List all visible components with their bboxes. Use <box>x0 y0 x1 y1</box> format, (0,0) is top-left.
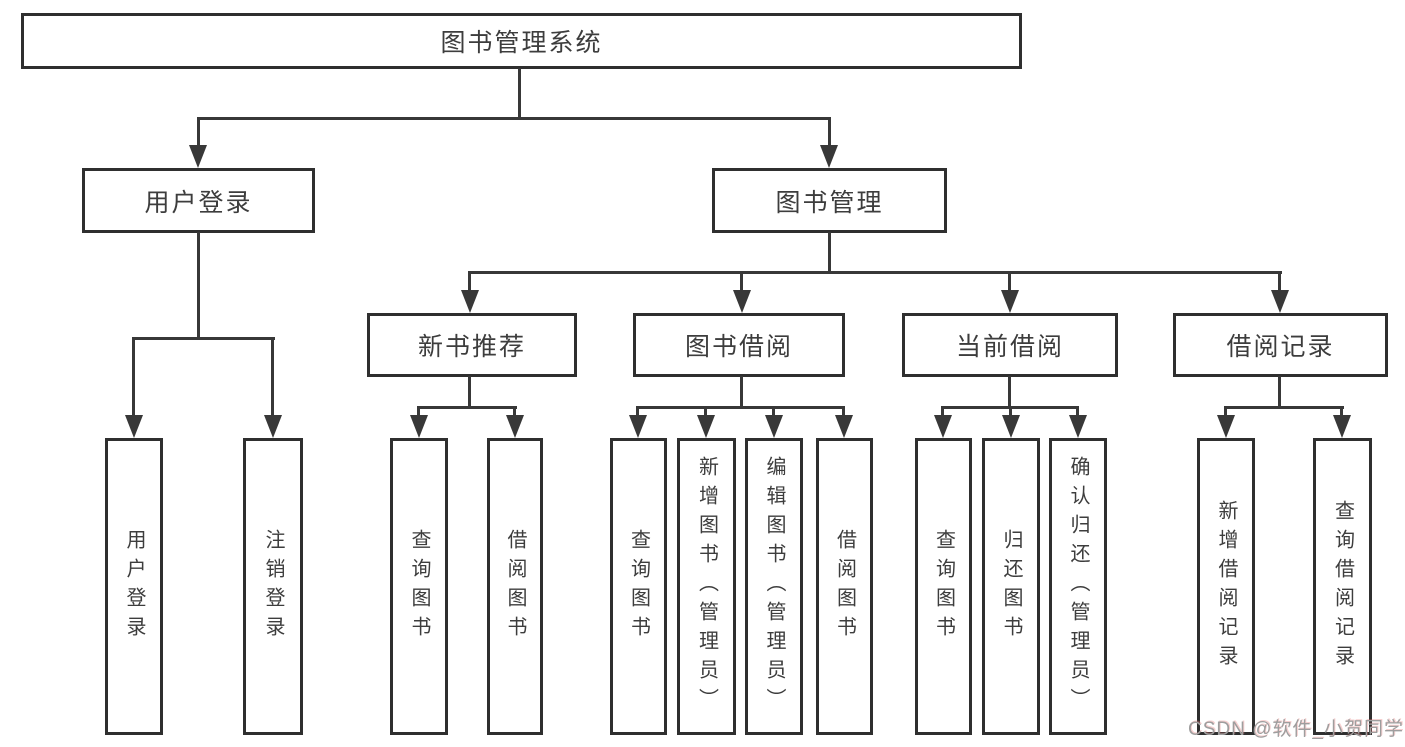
leaf-records-add-record: 新增借阅记录 <box>1197 438 1255 735</box>
node-label: 借阅图书 <box>833 528 856 645</box>
node-user-login: 用户登录 <box>82 168 315 233</box>
node-book-borrowing: 图书借阅 <box>633 313 845 377</box>
node-label: 图书借阅 <box>684 333 793 361</box>
arrow-down-icon <box>506 415 524 438</box>
connector-line <box>133 337 275 340</box>
arrow-down-icon <box>1001 290 1019 313</box>
node-label: 查询图书 <box>627 528 650 645</box>
connector-line <box>271 337 274 422</box>
arrow-down-icon <box>934 415 952 438</box>
node-label: 归还图书 <box>1000 528 1022 645</box>
connector-line <box>132 337 135 422</box>
node-label: 查询图书 <box>408 528 430 645</box>
connector-line <box>740 376 743 407</box>
connector-line <box>418 406 517 409</box>
node-label: 用户登录 <box>144 188 253 217</box>
leaf-borrowing-edit-books-admin: 编辑图书（管理员） <box>745 438 803 735</box>
connector-line <box>1278 271 1281 295</box>
node-current-borrowing: 当前借阅 <box>902 313 1118 377</box>
node-label: 编辑图书（管理员） <box>763 456 785 717</box>
leaf-recommend-query-books: 查询图书 <box>390 438 448 735</box>
arrow-down-icon <box>264 415 282 438</box>
node-label: 图书管理 <box>775 188 884 217</box>
arrow-down-icon <box>1069 415 1087 438</box>
node-label: 图书管理系统 <box>440 29 603 57</box>
node-new-book-recommend: 新书推荐 <box>367 313 577 377</box>
leaf-recommend-borrow-books: 借阅图书 <box>487 438 543 735</box>
node-label: 当前借阅 <box>955 333 1064 361</box>
connector-line <box>1278 376 1281 407</box>
connector-line <box>468 271 1282 274</box>
connector-line <box>197 117 831 120</box>
leaf-borrowing-borrow-books: 借阅图书 <box>816 438 873 735</box>
leaf-borrowing-query-books: 查询图书 <box>610 438 667 735</box>
arrow-down-icon <box>1271 290 1289 313</box>
arrow-down-icon <box>835 415 853 438</box>
connector-line <box>468 271 471 295</box>
arrow-down-icon <box>697 415 715 438</box>
leaf-logout: 注销登录 <box>243 438 303 735</box>
connector-line <box>740 271 743 295</box>
connector-line <box>1008 271 1011 295</box>
arrow-down-icon <box>1333 415 1351 438</box>
leaf-current-confirm-return-admin: 确认归还（管理员） <box>1049 438 1107 735</box>
connector-line <box>828 117 831 157</box>
arrow-down-icon <box>733 290 751 313</box>
connector-line <box>197 117 200 157</box>
node-label: 新书推荐 <box>417 333 526 361</box>
node-label: 新增图书（管理员） <box>695 456 718 717</box>
arrow-down-icon <box>629 415 647 438</box>
node-label: 确认归还（管理员） <box>1067 456 1089 717</box>
arrow-down-icon <box>765 415 783 438</box>
leaf-records-query-record: 查询借阅记录 <box>1313 438 1372 735</box>
arrow-down-icon <box>189 145 207 168</box>
arrow-down-icon <box>1002 415 1020 438</box>
arrow-down-icon <box>410 415 428 438</box>
node-label: 借阅图书 <box>504 528 526 645</box>
node-root: 图书管理系统 <box>21 13 1022 69</box>
node-label: 注销登录 <box>262 528 284 645</box>
leaf-user-login: 用户登录 <box>105 438 163 735</box>
connector-line <box>468 376 471 407</box>
node-book-management: 图书管理 <box>712 168 947 233</box>
node-label: 查询借阅记录 <box>1331 499 1354 674</box>
connector-line <box>197 232 200 338</box>
leaf-current-query-books: 查询图书 <box>915 438 972 735</box>
arrow-down-icon <box>1217 415 1235 438</box>
node-borrowing-records: 借阅记录 <box>1173 313 1388 377</box>
connector-line <box>1225 406 1344 409</box>
connector-line <box>518 68 521 119</box>
node-label: 用户登录 <box>123 528 145 645</box>
connector-line <box>637 406 845 409</box>
arrow-down-icon <box>125 415 143 438</box>
leaf-borrowing-add-books-admin: 新增图书（管理员） <box>677 438 736 735</box>
arrow-down-icon <box>820 145 838 168</box>
arrow-down-icon <box>461 290 479 313</box>
leaf-current-return-books: 归还图书 <box>982 438 1040 735</box>
node-label: 新增借阅记录 <box>1215 499 1237 674</box>
connector-line <box>1008 376 1011 407</box>
node-label: 借阅记录 <box>1226 333 1335 361</box>
connector-line <box>828 232 831 273</box>
watermark: CSDN @软件_小贺同学 <box>1188 719 1404 740</box>
node-label: 查询图书 <box>932 528 955 645</box>
